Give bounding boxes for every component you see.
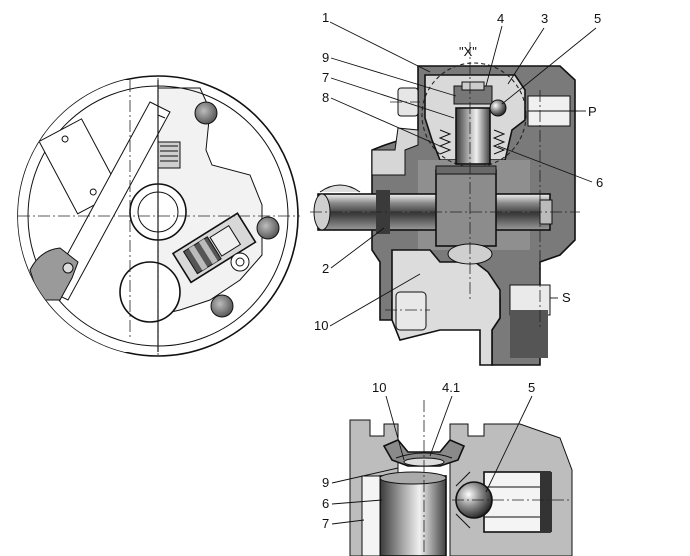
lever-handle: [29, 247, 79, 301]
detail-view: [349, 400, 573, 556]
label-10: 10: [314, 318, 328, 333]
label-9: 9: [322, 50, 329, 65]
main-section: [310, 42, 580, 366]
label-7: 7: [322, 70, 329, 85]
detail-label-10: 10: [372, 380, 386, 395]
eccentric-cam: [435, 169, 497, 247]
label-1: 1: [322, 10, 329, 25]
detail-label-9: 9: [322, 475, 329, 490]
label-p: P: [588, 104, 597, 119]
bolt-bottom: [210, 294, 234, 318]
spring: [438, 129, 506, 155]
label-5: 5: [594, 11, 601, 26]
detail-labels: 10 4.1 5 9 6 7: [322, 380, 535, 531]
detail-label-6: 6: [322, 496, 329, 511]
label-3: 3: [541, 11, 548, 26]
label-4: 4: [497, 11, 504, 26]
detail-label-4-1: 4.1: [442, 380, 460, 395]
label-x: "X": [459, 44, 477, 59]
bolt-top: [194, 101, 218, 125]
radial-piston-assembly: [171, 212, 257, 284]
detail-label-5: 5: [528, 380, 535, 395]
main-labels: 1 4 3 5 "X" 9 7 8 P 6 2 S 10: [314, 10, 603, 333]
detail-piston: [379, 475, 447, 556]
detail-outlet-block: [483, 471, 551, 533]
lower-housing: [391, 249, 501, 366]
label-s: S: [562, 290, 571, 305]
lower-bore: [119, 261, 181, 323]
label-8: 8: [322, 90, 329, 105]
detail-x-circle: [421, 62, 527, 168]
rocker-arm: [47, 101, 171, 301]
label-6: 6: [596, 175, 603, 190]
bolt-right: [256, 216, 280, 240]
end-view: [17, 75, 300, 357]
piston: [455, 107, 491, 165]
detail-label-7: 7: [322, 516, 329, 531]
label-2: 2: [322, 261, 329, 276]
